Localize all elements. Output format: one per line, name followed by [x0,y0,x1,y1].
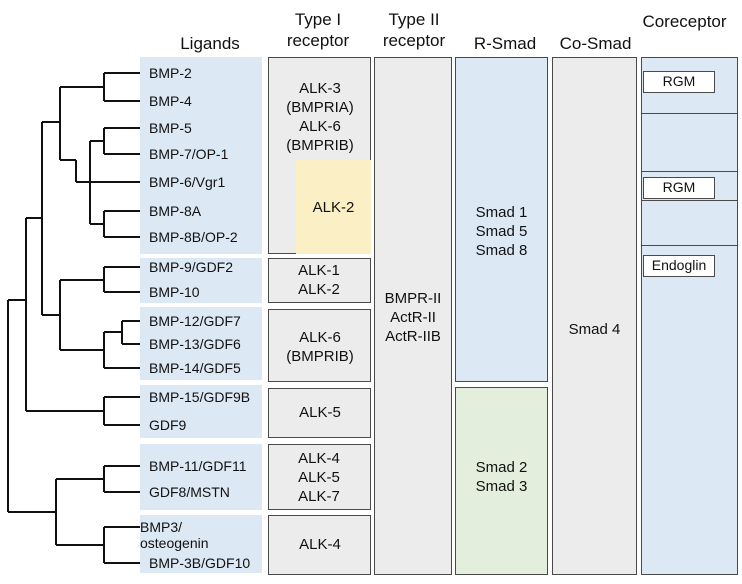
type2-receptor-box [374,57,452,575]
ligand-label: BMP-3B/GDF10 [149,555,251,571]
ligand-label: BMP-11/GDF11 [149,458,247,474]
ligand-group-bg-3 [140,307,262,380]
type1-label-alk3-alk6: ALK-3 (BMPRIA) ALK-6 (BMPRIB) [286,80,354,154]
ligand-group-bg-6 [140,515,262,573]
type1-label-alk6: ALK-6 (BMPRIB) [286,329,354,365]
ligand-group-bg-1 [140,57,262,254]
co-smad-box [552,57,637,575]
ligand-label: BMP-9/GDF2 [149,259,234,275]
ligand-label: BMP-7/OP-1 [149,146,229,162]
coreceptor-rgm-1: RGM [643,71,715,93]
type1-box-bmp3 [268,515,371,575]
co-smad-label: Smad 4 [568,321,621,338]
r-smad-tgf-label: Smad 2 Smad 3 [475,459,528,495]
header-r-smad: R-Smad [473,34,537,53]
header-type1-receptor: Type I receptor [286,10,350,50]
ligand-label: BMP-5 [149,120,192,136]
ligand-label: GDF9 [149,417,187,433]
ligand-group-bg-5 [140,444,262,510]
ligand-group-bg-2 [140,258,262,303]
type1-box-bmp15-gdf9 [268,388,371,438]
r-smad-tgf-box [455,387,548,575]
ligand-label: GDF8/MSTN [149,484,230,500]
header-co-smad: Co-Smad [559,34,632,53]
ligand-label: BMP-4 [149,93,192,109]
ligand-label: BMP-2 [149,65,192,81]
ligand-label: BMP-8A [149,203,202,219]
ligand-label: BMP-13/GDF6 [149,336,241,352]
type1-box-bmp12-14 [268,309,371,382]
type1-label-alk1-alk2: ALK-1 ALK-2 [298,262,340,298]
ligand-label: BMP-6/Vgr1 [149,174,226,190]
type1-label-alk4-5-7: ALK-4 ALK-5 ALK-7 [298,450,340,505]
coreceptor-segment-2 [641,113,738,173]
type1-box-bmp11-gdf8 [268,444,371,510]
ligand-label: BMP-14/GDF5 [149,360,241,376]
type1-label-alk4: ALK-4 [299,536,341,553]
coreceptor-rgm-2: RGM [643,177,715,199]
header-type2-receptor: Type II receptor [382,10,446,50]
r-smad-bmp-label: Smad 1 Smad 5 Smad 8 [475,204,528,259]
ligand-label: BMP3/ osteogenin [140,519,209,551]
r-smad-bmp-box [455,57,548,382]
type1-label-alk5: ALK-5 [299,404,341,421]
coreceptor-endoglin: Endoglin [643,255,715,277]
ligand-label: BMP-15/GDF9B [149,389,251,405]
type1-box-bmp9-10 [268,258,371,303]
coreceptor-segment-5 [641,245,738,575]
type2-receptor-label: BMPR-II ActR-II ActR-IIB [384,290,442,345]
header-coreceptor: Coreceptor [642,12,727,31]
ligand-label: BMP-10 [149,284,200,300]
type1-alk2-highlight: ALK-2 [296,160,371,254]
header-ligands: Ligands [180,34,240,53]
ligand-group-bg-4 [140,385,262,438]
ligand-label: BMP-8B/OP-2 [149,229,238,245]
ligand-label: BMP-12/GDF7 [149,313,241,329]
